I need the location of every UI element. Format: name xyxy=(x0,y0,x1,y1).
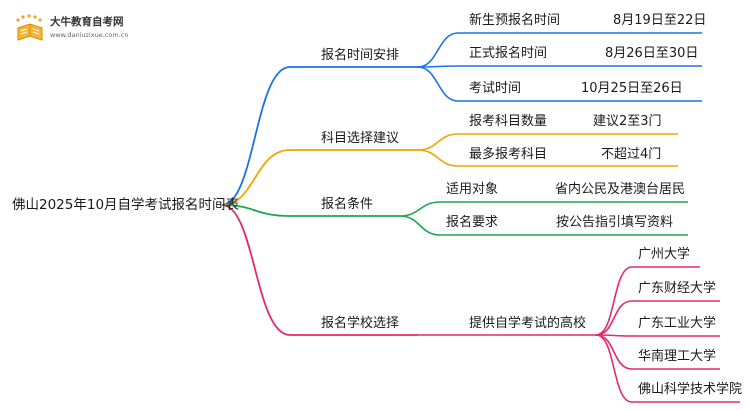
connector-root-schools xyxy=(221,204,418,336)
schedule-item-value: 8月19日至22日 xyxy=(613,13,707,28)
connector-conditions-2 xyxy=(399,215,688,236)
logo-name: 大牛教育自考网 xyxy=(50,16,124,28)
school-item: 佛山科学技术学院 xyxy=(638,382,743,397)
connector-subjects-1 xyxy=(417,133,678,151)
schedule-item-label: 正式报名时间 xyxy=(469,46,548,61)
connector-schedule-1 xyxy=(417,32,702,68)
schedule-item-value: 8月26日至30日 xyxy=(605,46,699,61)
school-item: 华南理工大学 xyxy=(638,349,717,364)
book-logo-icon xyxy=(16,14,43,41)
school-item: 广州大学 xyxy=(638,247,691,262)
branch-subjects: 科目选择建议 xyxy=(321,131,400,146)
school-item: 广东财经大学 xyxy=(638,281,717,296)
conditions-item-value: 省内公民及港澳台居民 xyxy=(555,182,686,197)
conditions-item-label: 适用对象 xyxy=(446,182,499,197)
school-item: 广东工业大学 xyxy=(638,316,717,331)
subjects-item-label: 报考科目数量 xyxy=(469,114,548,129)
subjects-item-value: 不超过4门 xyxy=(601,147,662,162)
connector-school-3 xyxy=(595,334,720,337)
connector-subjects-2 xyxy=(417,149,678,167)
site-logo[interactable]: 大牛教育自考网 www.daniuzixue.com.cn xyxy=(14,14,134,46)
logo-url: www.daniuzixue.com.cn xyxy=(50,31,129,39)
conditions-item-label: 报名要求 xyxy=(446,215,499,230)
subjects-item-value: 建议2至3门 xyxy=(593,114,662,129)
connector-school-5 xyxy=(595,334,740,403)
conditions-item-value: 按公告指引填写资料 xyxy=(556,215,674,230)
root-topic: 佛山2025年10月自学考试报名时间表 xyxy=(12,197,240,213)
connector-conditions-1 xyxy=(399,201,688,217)
branch-schools: 报名学校选择 xyxy=(321,316,400,331)
schedule-item-label: 考试时间 xyxy=(469,81,522,96)
schedule-item-value: 10月25日至26日 xyxy=(581,81,683,96)
schools-sub-label: 提供自学考试的高校 xyxy=(469,316,587,331)
schedule-item-label: 新生预报名时间 xyxy=(469,13,561,28)
connector-schedule-2 xyxy=(417,65,702,68)
connector-root-schedule xyxy=(221,66,418,206)
branch-conditions: 报名条件 xyxy=(321,197,374,212)
connector-root-subjects xyxy=(221,149,418,206)
subjects-item-label: 最多报考科目 xyxy=(469,147,548,162)
connector-schedule-3 xyxy=(417,66,702,102)
connector-school-1 xyxy=(595,266,700,336)
connector-root-conditions xyxy=(221,204,400,217)
connector-school-2 xyxy=(595,300,720,336)
branch-schedule: 报名时间安排 xyxy=(321,48,400,63)
connector-school-4 xyxy=(595,334,720,370)
